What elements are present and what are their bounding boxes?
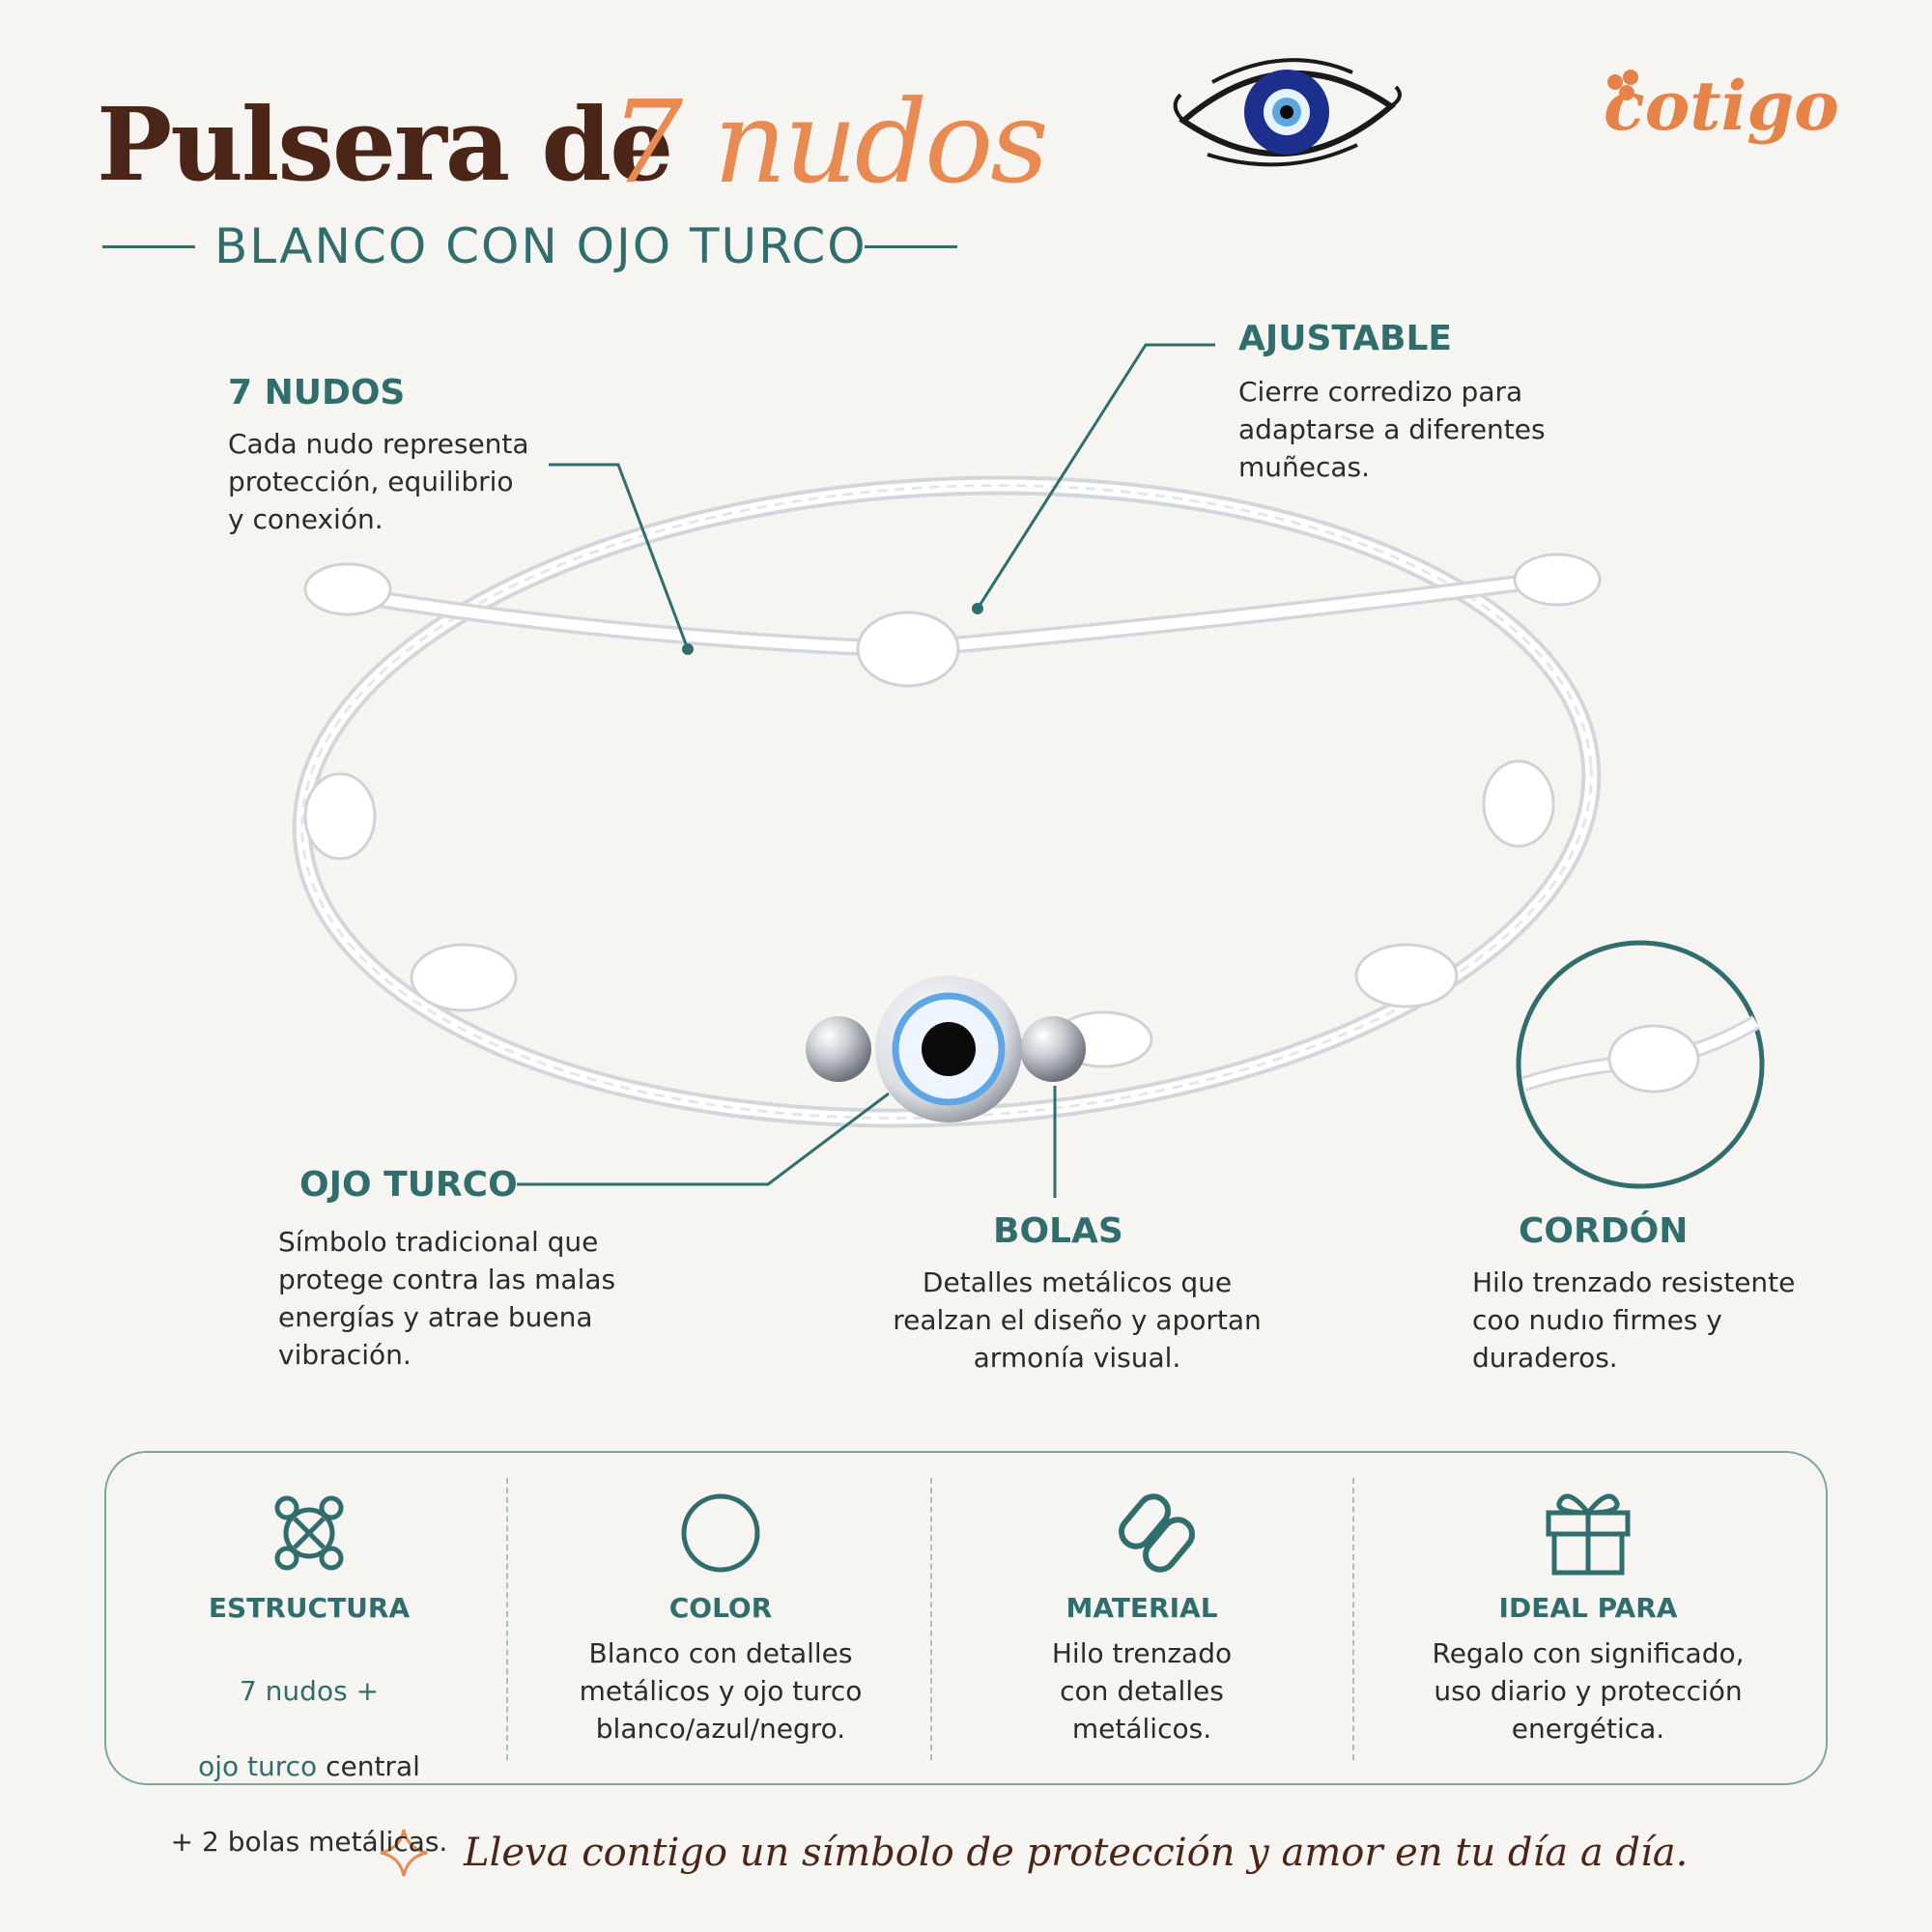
knot xyxy=(410,943,518,1012)
feature-material-text: Hilo trenzado con detalles metálicos. xyxy=(1051,1637,1233,1745)
knot xyxy=(1354,943,1459,1009)
callout-bolas-text: Detalles metálicos que realzan el diseño… xyxy=(893,1266,1262,1374)
sparkle-icon xyxy=(380,1829,428,1877)
link-icon xyxy=(1119,1493,1195,1573)
page-subtitle: BLANCO CON OJO TURCO xyxy=(214,218,867,274)
knot-icon xyxy=(274,1495,344,1571)
feature-material-title: MATERIAL xyxy=(1065,1592,1218,1624)
callout-lines xyxy=(517,343,1215,1198)
feature-structure-title: ESTRUCTURA xyxy=(208,1592,411,1624)
brand-logo: cotigo xyxy=(1604,66,1839,146)
callout-ajustable-label: AJUSTABLE xyxy=(1238,319,1453,358)
callout-ojo-text: Símbolo tradicional que protege contra l… xyxy=(278,1226,616,1371)
callout-nudos-text: Cada nudo representa protección, equilib… xyxy=(228,428,529,535)
feature-ideal-title: IDEAL PARA xyxy=(1498,1592,1678,1624)
brand-mark-icon xyxy=(1607,70,1638,100)
tagline: Lleva contigo un símbolo de protección y… xyxy=(464,1831,1689,1875)
feature-structure-text: 7 nudos + ojo turco central + 2 bolas me… xyxy=(170,1675,448,1858)
feature-color-text: Blanco con detalles metálicos y ojo turc… xyxy=(579,1637,863,1745)
bracelet-image xyxy=(292,475,1602,1128)
page-title: Pulsera de xyxy=(97,85,673,204)
subtitle-rule-right xyxy=(865,245,957,248)
page-title-script: 7 nudos xyxy=(611,75,1049,209)
knot xyxy=(1482,759,1555,848)
end-knot-left xyxy=(303,562,392,616)
callout-cordon-text: Hilo trenzado resistente coo nudıo firme… xyxy=(1472,1266,1796,1374)
feature-divider xyxy=(506,1478,508,1760)
feature-divider xyxy=(930,1478,932,1760)
knot xyxy=(303,772,377,861)
metal-bead-right xyxy=(1020,1016,1086,1082)
features-panel xyxy=(104,1451,1828,1785)
feature-color-title: COLOR xyxy=(668,1592,773,1624)
sliding-knot xyxy=(856,611,960,688)
feature-divider xyxy=(1352,1478,1354,1760)
callout-cordon-label: CORDÓN xyxy=(1519,1211,1689,1251)
metal-bead-left xyxy=(806,1016,871,1082)
callout-ojo-label: OJO TURCO xyxy=(299,1165,518,1205)
cord-detail-image xyxy=(1516,940,1765,1189)
evil-eye-logo-icon xyxy=(1173,58,1402,167)
callout-nudos-label: 7 NUDOS xyxy=(228,373,406,412)
callout-bolas-label: BOLAS xyxy=(993,1211,1123,1251)
gift-icon xyxy=(1546,1493,1631,1576)
circle-icon xyxy=(681,1493,760,1573)
end-knot-right xyxy=(1513,553,1602,607)
subtitle-rule-left xyxy=(102,245,195,248)
feature-ideal-text: Regalo con significado, uso diario y pro… xyxy=(1432,1637,1745,1745)
callout-ajustable-text: Cierre corredizo para adaptarse a difere… xyxy=(1238,376,1546,483)
